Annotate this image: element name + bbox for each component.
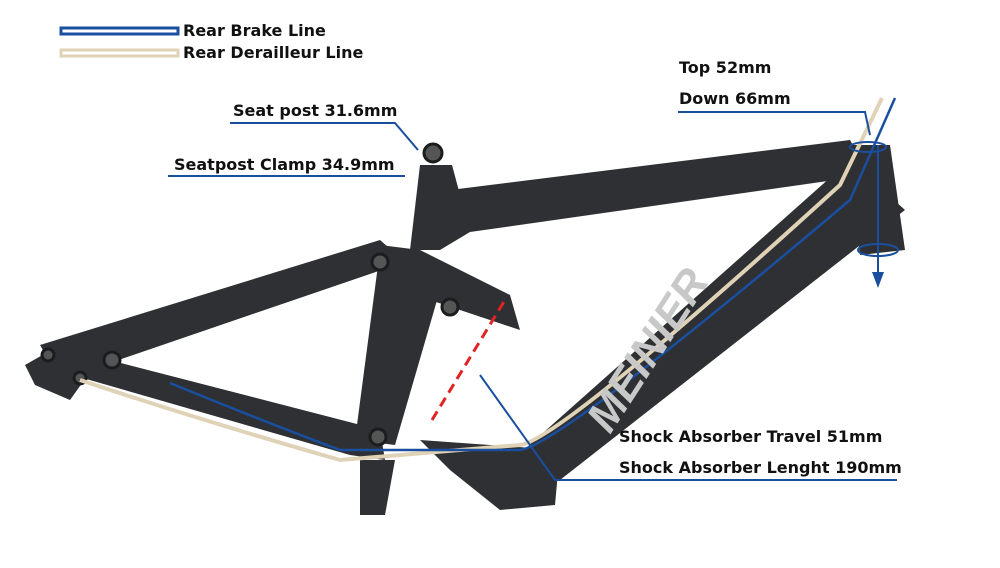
derailleur-cable: [79, 97, 884, 463]
rear-stay: [355, 250, 440, 445]
legend-derailleur-label: Rear Derailleur Line: [183, 43, 364, 62]
arrow-down-icon: [872, 272, 884, 288]
shock-leader: [479, 374, 897, 481]
shock-absorber-line: [430, 299, 507, 421]
seat-tube: [410, 165, 470, 250]
headset-down-label: Down 66mm: [679, 89, 791, 108]
bottom-bracket: [420, 440, 560, 510]
leader-lines: [168, 111, 897, 481]
seatpost-clamp-label: Seatpost Clamp 34.9mm: [174, 155, 395, 174]
pivot-bolt: [102, 350, 122, 370]
chain-stay: [55, 355, 385, 460]
pivot-bolts: [40, 142, 460, 447]
seatpost-clamp: [422, 142, 444, 164]
shock-travel-label: Shock Absorber Travel 51mm: [619, 427, 883, 446]
pivot-bolt: [370, 252, 390, 272]
derailleur-hanger: [360, 460, 395, 515]
headset-top-label: Top 52mm: [679, 58, 772, 77]
legend-swatch-derailleur: [59, 48, 180, 58]
brake-cable: [169, 97, 897, 452]
headset-leader: [678, 111, 871, 136]
pivot-bolt: [368, 427, 388, 447]
pivot-bolt: [440, 297, 460, 317]
pivot-bolt: [40, 347, 56, 363]
legend-brake-label: Rear Brake Line: [183, 21, 326, 40]
seat-stay: [40, 240, 405, 380]
top-tube: [450, 140, 870, 232]
shock-length-label: Shock Absorber Lenght 190mm: [619, 458, 902, 477]
headset-top-ring: [849, 141, 887, 153]
rocker-link: [380, 245, 520, 330]
seat-post-leader: [230, 122, 419, 151]
legend-swatch-brake: [59, 26, 180, 36]
seat-post-label: Seat post 31.6mm: [233, 101, 398, 120]
headset-bottom-ring: [857, 243, 899, 257]
